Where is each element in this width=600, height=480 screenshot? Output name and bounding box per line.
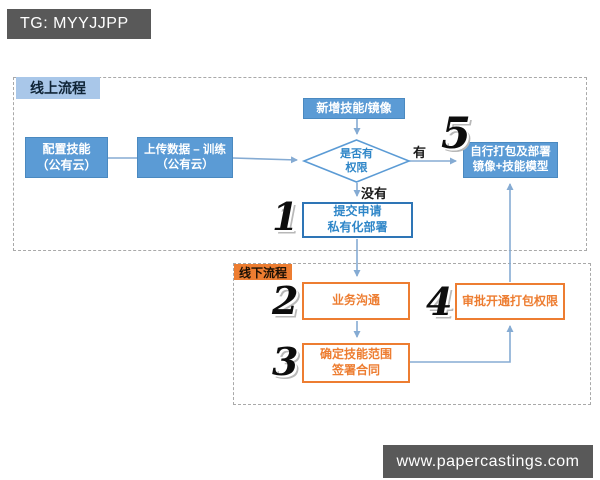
footer-watermark-text: www.papercastings.com (396, 452, 580, 470)
decision-yes-label: 有 (413, 145, 427, 160)
header-watermark-badge: TG: MYYJJPP (7, 9, 151, 39)
step-number-2: 2 (272, 278, 299, 323)
node-approve-packaging: 审批开通打包权限 (455, 283, 565, 320)
node-confirm-scope-contract: 确定技能范围 签署合同 (302, 343, 410, 383)
offline-section-label: 线下流程 (234, 264, 292, 280)
decision-has-permission: 是否有 权限 (340, 147, 373, 174)
node-submit-application: 提交申请 私有化部署 (302, 202, 413, 238)
step-number-3: 3 (272, 339, 299, 384)
header-watermark-text: TG: MYYJJPP (20, 15, 129, 32)
offline-process-section (233, 263, 591, 405)
step-number-1: 1 (272, 194, 299, 239)
footer-watermark-badge: www.papercastings.com (383, 445, 593, 478)
node-configure-skill: 配置技能 （公有云） (25, 137, 108, 178)
step-number-4: 4 (426, 279, 453, 324)
decision-no-label: 没有 (361, 186, 388, 201)
node-new-skill-image: 新增技能/镜像 (303, 98, 405, 119)
node-upload-data-train: 上传数据 – 训练 （公有云） (137, 137, 233, 178)
node-business-communication: 业务沟通 (302, 282, 410, 320)
step-number-5: 5 (441, 109, 471, 159)
node-self-package-deploy: 自行打包及部署 镜像+技能模型 (463, 142, 558, 178)
online-section-label: 线上流程 (16, 77, 100, 99)
online-process-section (13, 77, 587, 251)
